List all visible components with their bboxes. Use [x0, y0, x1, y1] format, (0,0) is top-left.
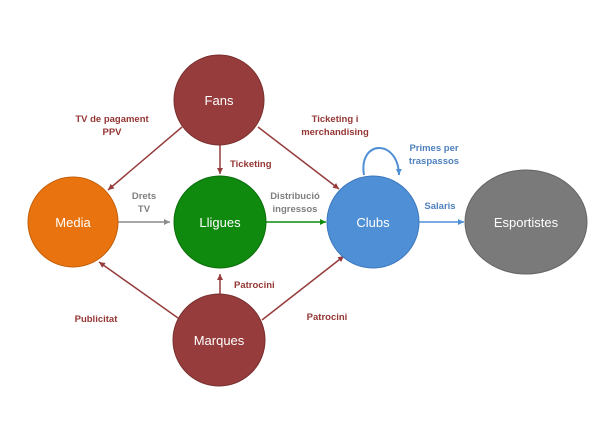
- edge-label-fans-media-line2: PPV: [102, 127, 122, 138]
- node-clubs-label: Clubs: [356, 215, 390, 230]
- node-clubs: Clubs: [326, 175, 420, 269]
- edge-label-clubs-esportistes: Salaris: [424, 201, 455, 212]
- edge-label-clubs-self-line2: traspassos: [409, 156, 459, 167]
- edge-label-media-lligues: Drets TV: [132, 191, 156, 215]
- arrow-fans-clubs: [257, 126, 340, 190]
- edge-label-fans-media-line1: TV de pagament: [75, 114, 149, 125]
- edge-label-marques-media: Publicitat: [75, 314, 119, 325]
- arrow-marques-clubs: [261, 255, 345, 321]
- node-esportistes: Esportistes: [464, 169, 588, 275]
- edge-label-marques-clubs: Patrocini: [307, 312, 348, 323]
- edge-label-lligues-clubs: Distribució ingressos: [270, 191, 320, 215]
- arrow-marques-media: [98, 261, 179, 319]
- edge-label-fans-clubs: Ticketing i merchandising: [301, 114, 369, 138]
- arrow-fans-media: [107, 126, 183, 191]
- edge-label-fans-clubs-line2: merchandising: [301, 127, 369, 138]
- edge-label-clubs-self: Primes per traspassos: [409, 143, 459, 167]
- edge-label-media-lligues-line1: Drets: [132, 191, 156, 202]
- edge-label-lligues-clubs-line2: ingressos: [273, 204, 318, 215]
- edge-label-fans-lligues: Ticketing: [230, 159, 272, 170]
- node-lligues-label: Lligues: [199, 215, 241, 230]
- edge-label-clubs-self-line1: Primes per: [409, 143, 458, 154]
- node-marques-label: Marques: [194, 333, 245, 348]
- edge-label-fans-media: TV de pagament PPV: [75, 114, 149, 138]
- edge-label-lligues-clubs-line1: Distribució: [270, 191, 320, 202]
- edge-label-media-lligues-line2: TV: [138, 204, 151, 215]
- node-media: Media: [27, 176, 119, 268]
- edge-label-fans-clubs-line1: Ticketing i: [312, 114, 359, 125]
- edge-label-marques-lligues: Patrocini: [234, 280, 275, 291]
- node-media-label: Media: [55, 215, 91, 230]
- node-lligues: Lligues: [173, 175, 267, 269]
- node-esportistes-label: Esportistes: [494, 215, 559, 230]
- node-marques: Marques: [172, 293, 266, 387]
- node-fans: Fans: [173, 54, 265, 146]
- arrow-clubs-self-loop: [362, 147, 402, 176]
- node-fans-label: Fans: [205, 93, 234, 108]
